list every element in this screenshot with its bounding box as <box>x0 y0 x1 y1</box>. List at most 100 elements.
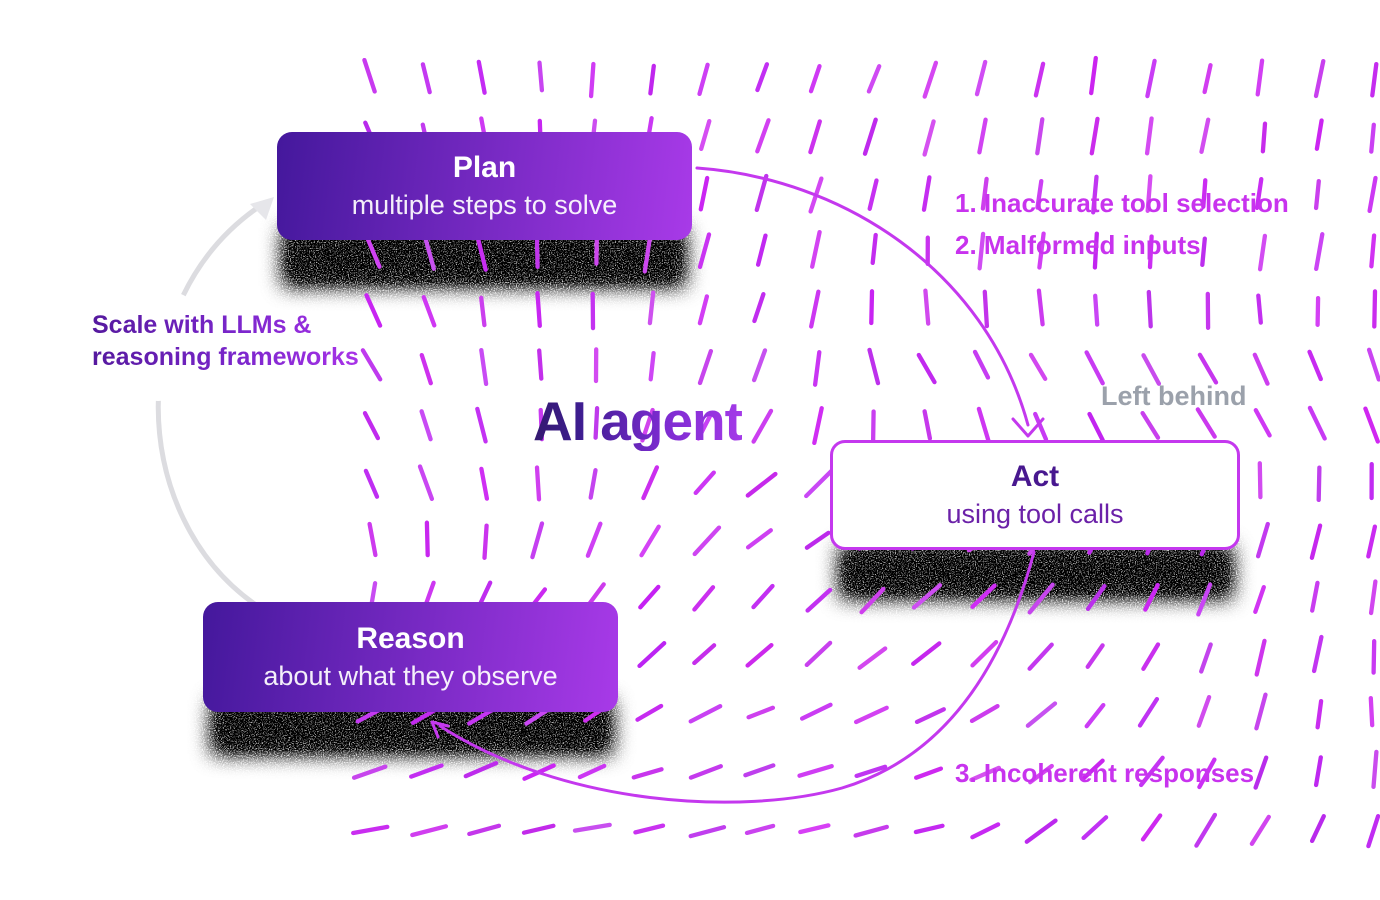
flow-dash <box>1201 178 1208 209</box>
flow-dash <box>1368 579 1378 616</box>
flow-dash <box>421 295 437 328</box>
flow-dash <box>577 763 607 780</box>
node-reason-subtitle: about what they observe <box>263 661 558 691</box>
flow-dash <box>698 175 710 212</box>
flow-dash <box>808 119 822 155</box>
flow-dash <box>1310 580 1320 613</box>
plan-to-act-curve <box>695 166 1030 427</box>
flow-dash <box>410 824 449 838</box>
flow-dash <box>751 348 768 383</box>
flow-dash <box>693 470 716 496</box>
flow-dash <box>812 350 822 387</box>
flow-dash <box>1254 638 1267 677</box>
flow-dash <box>364 293 383 328</box>
scale-annotation-line1: Scale with LLMs & <box>92 311 312 339</box>
failure-item-3: 3. Incoherent responses <box>955 758 1255 788</box>
flow-dash <box>976 406 991 444</box>
flow-dash <box>1366 524 1378 559</box>
flow-dash <box>1255 58 1265 97</box>
flow-dash <box>692 585 716 612</box>
flow-dash <box>1254 692 1268 731</box>
flow-dash <box>688 825 727 839</box>
flow-dash <box>463 760 499 779</box>
flow-dash <box>1028 763 1054 785</box>
flow-dash <box>751 583 775 610</box>
flow-dash <box>911 641 942 666</box>
flow-dash <box>521 823 556 835</box>
flow-dash <box>479 466 490 501</box>
flow-dash <box>692 525 722 557</box>
flow-dash <box>1367 175 1378 214</box>
flow-dash <box>810 229 822 269</box>
flow-dash <box>1370 61 1379 98</box>
node-plan-title: Plan <box>452 151 517 184</box>
flow-dash <box>1085 583 1107 612</box>
reason-to-plan-arrowhead-icon <box>250 197 274 220</box>
node-plan-subtitle: multiple steps to solve <box>351 190 618 220</box>
flow-dash <box>1091 174 1099 215</box>
flow-dash <box>475 235 488 272</box>
flow-dash <box>588 468 598 500</box>
flow-dash <box>798 823 831 835</box>
annotation-disk <box>102 289 214 401</box>
flow-dash <box>1092 231 1099 270</box>
node-act-title: Act <box>1010 460 1060 493</box>
flow-dash <box>633 823 666 835</box>
flow-dash <box>745 642 774 668</box>
flow-dash <box>1315 295 1321 327</box>
flow-dash <box>1315 698 1324 730</box>
flow-dash <box>1033 411 1049 442</box>
flow-dash <box>805 587 833 613</box>
flow-dash <box>1144 116 1154 156</box>
flow-dash <box>1313 755 1323 788</box>
flow-dash <box>744 823 776 836</box>
flow-dash <box>914 707 946 725</box>
flow-dash <box>914 766 944 780</box>
flow-dash <box>593 406 600 440</box>
flow-dash <box>746 705 776 720</box>
flow-dash <box>1314 232 1325 272</box>
flow-dash <box>1369 233 1377 269</box>
act-to-reason-arrowhead-icon <box>430 720 450 739</box>
flow-dash <box>922 119 936 157</box>
flow-dash <box>1141 642 1161 671</box>
ai-agent-label: AI agent <box>533 390 743 452</box>
flow-dash <box>1252 352 1270 386</box>
flow-dash <box>1196 694 1212 728</box>
flow-dash <box>482 523 489 560</box>
flow-dash <box>859 586 886 615</box>
flow-dash <box>804 468 834 499</box>
flow-dash <box>1371 639 1377 675</box>
flow-dash <box>922 409 933 441</box>
act-box-shadow <box>840 546 1232 598</box>
flow-dash <box>467 823 502 837</box>
flow-dash <box>696 412 713 441</box>
node-act-subtitle: using tool calls <box>946 499 1124 529</box>
node-act: Act using tool calls <box>830 440 1240 550</box>
flow-dash <box>1314 118 1324 151</box>
flow-dash <box>921 175 932 212</box>
flow-dash <box>534 465 542 502</box>
flow-dash <box>916 352 937 385</box>
flow-dash <box>809 289 821 329</box>
flow-dash <box>697 294 710 326</box>
flow-dash <box>351 764 388 780</box>
flow-dash <box>1196 582 1213 617</box>
failure-item-2: 2. Malformed inputs <box>955 230 1201 260</box>
flow-dash <box>648 350 656 382</box>
flow-dash <box>423 235 436 271</box>
flow-dash <box>752 292 766 324</box>
flow-dash <box>419 409 433 442</box>
flow-dash <box>363 468 380 499</box>
flow-dash <box>743 763 776 778</box>
flow-dash <box>980 176 989 211</box>
flow-dash <box>1257 461 1263 500</box>
flow-dash <box>642 233 653 274</box>
flow-dash <box>1093 293 1100 327</box>
flow-dash <box>1254 176 1264 211</box>
flow-dash <box>972 349 991 380</box>
flow-dash <box>1024 818 1058 844</box>
flow-dash <box>1253 585 1266 614</box>
flow-dash <box>870 409 876 445</box>
